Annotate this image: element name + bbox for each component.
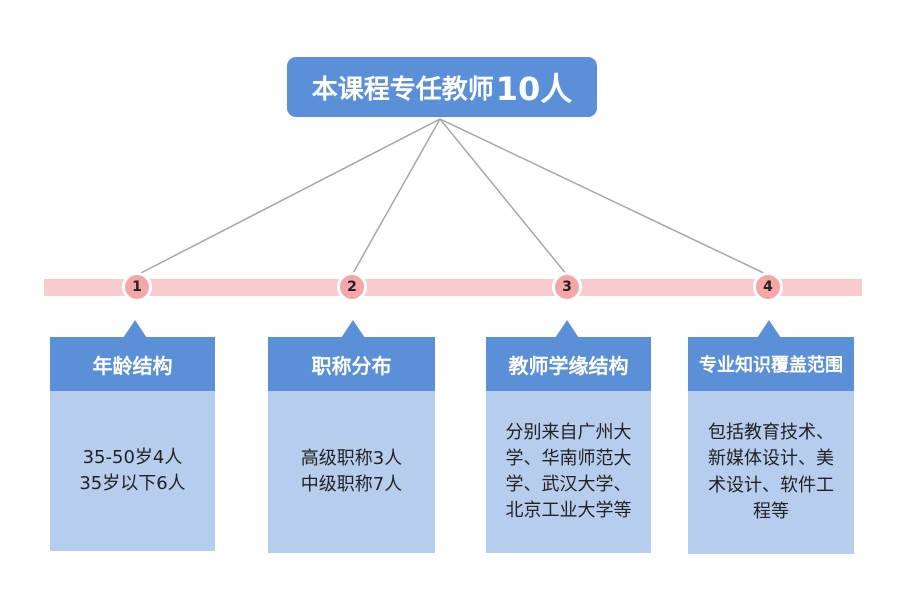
connector-line-4 (439, 118, 769, 276)
card-1-body: 35-50岁4人 35岁以下6人 (50, 391, 215, 551)
card-4-header: 专业知识覆盖范围 (688, 337, 854, 391)
title-box: 本课程专任教师 10人 (287, 57, 597, 117)
node-4-number: 4 (756, 275, 780, 299)
card-1-pointer (123, 320, 147, 338)
node-3-number: 3 (555, 275, 579, 299)
node-1: 1 (122, 272, 152, 302)
card-1-text: 35-50岁4人 35岁以下6人 (79, 446, 186, 494)
card-1-header: 年龄结构 (50, 337, 215, 391)
card-3-pointer (555, 320, 579, 338)
node-2: 2 (337, 272, 367, 302)
card-3-text: 分别来自广州大 学、华南师范大 学、武汉大学、 北京工业大学等 (505, 421, 632, 522)
connector-line-1 (136, 118, 441, 276)
connector-line-3 (439, 118, 568, 276)
card-4-text: 包括教育技术、 新媒体设计、美 术设计、软件工 程等 (708, 422, 834, 522)
title-count: 10人 (495, 70, 573, 108)
card-4-pointer (757, 320, 781, 338)
timeline-bar (44, 279, 862, 296)
card-3-header: 教师学缘结构 (486, 337, 651, 391)
card-4-body: 包括教育技术、 新媒体设计、美 术设计、软件工 程等 (688, 391, 854, 554)
title-main: 本课程专任教师 (311, 74, 494, 105)
node-2-number: 2 (340, 275, 364, 299)
card-2-body: 高级职称3人 中级职称7人 (268, 391, 435, 553)
card-2-text: 高级职称3人 中级职称7人 (300, 447, 403, 495)
card-3-body: 分别来自广州大 学、华南师范大 学、武汉大学、 北京工业大学等 (486, 391, 651, 553)
node-1-number: 1 (125, 275, 149, 299)
card-2-pointer (341, 320, 365, 338)
node-4: 4 (753, 272, 783, 302)
card-2-header: 职称分布 (268, 337, 435, 391)
node-3: 3 (552, 272, 582, 302)
connector-line-2 (351, 118, 441, 276)
